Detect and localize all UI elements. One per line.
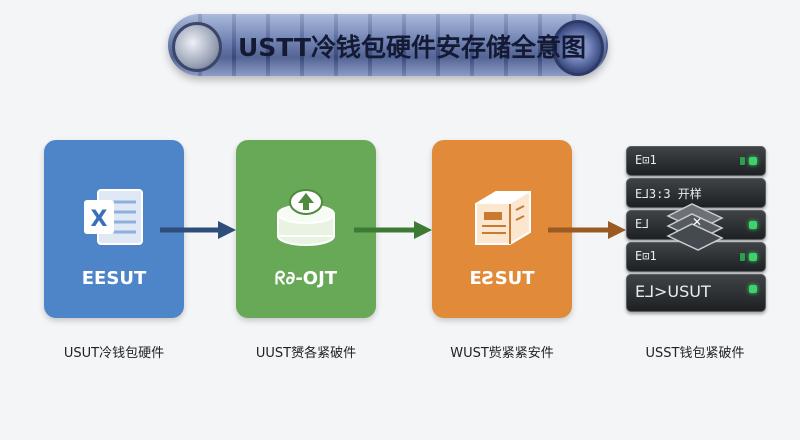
svg-text:✕: ✕: [692, 215, 702, 229]
card-label: EESUT: [81, 268, 147, 289]
caption-hardware-component: UUST赟各紧破件: [255, 346, 357, 361]
card-label: EƧSUT: [469, 268, 535, 289]
server-rack: E⊡1 E⅃3:3 开样 E⅃ E⊡1 E⅃>USUT ✕: [626, 140, 766, 318]
caption-cold-wallet: USUT冷钱包硬件: [63, 346, 165, 361]
slot-label: E⅃: [635, 217, 649, 231]
status-led-icon: [740, 253, 745, 261]
card-label: ᖇ∂-OJT: [274, 268, 338, 289]
caption-secure-component: WUST赀紧紧安件: [450, 346, 554, 361]
stacked-drives-icon: ✕: [666, 203, 724, 251]
rack-slot: E⅃3:3 开样: [626, 178, 766, 208]
title-banner: USTT冷钱包硬件安存储全意图: [168, 14, 608, 76]
status-led-icon: [749, 253, 757, 261]
banner-stripes: [168, 14, 608, 76]
status-led-icon: [749, 157, 757, 165]
spreadsheet-file-icon: X: [78, 186, 150, 250]
diagram-title: USTT冷钱包硬件安存储全意图: [238, 33, 586, 62]
arrow-right-icon: [160, 221, 236, 239]
svg-text:X: X: [91, 207, 108, 232]
rack-slot: E⅃>USUT: [626, 274, 766, 312]
slot-label: E⅃3:3 开样: [635, 187, 702, 201]
cable-opening-icon: [552, 20, 604, 76]
card-hardware-component: ᖇ∂-OJT: [236, 140, 376, 318]
cable-end-icon: [172, 22, 222, 72]
slot-label: E⅃>USUT: [635, 282, 711, 301]
slot-label: E⊡1: [635, 249, 657, 263]
status-led-icon: [749, 285, 757, 293]
rack-slot: E⊡1: [626, 146, 766, 176]
stacked-coins-icon: [270, 186, 342, 250]
hardware-box-icon: [466, 186, 538, 250]
arrow-right-icon: [548, 221, 626, 239]
slot-label: E⊡1: [635, 153, 657, 167]
status-led-icon: [749, 221, 757, 229]
caption-wallet-component: USST钱包紧破件: [645, 346, 745, 361]
status-led-icon: [740, 157, 745, 165]
arrow-right-icon: [354, 221, 432, 239]
